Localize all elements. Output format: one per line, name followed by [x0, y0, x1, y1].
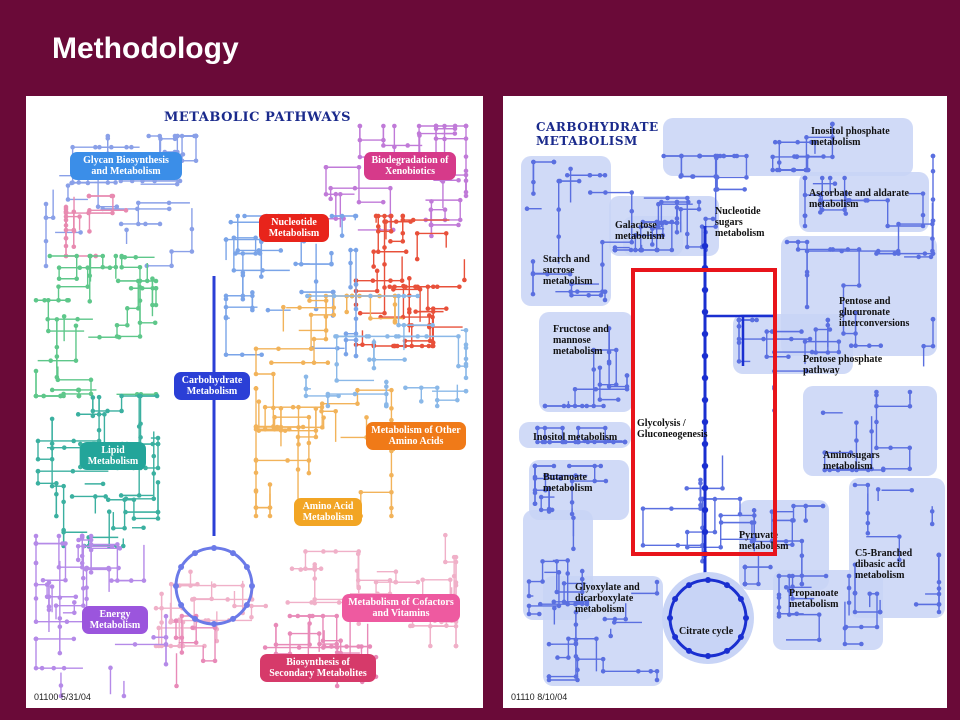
- fructose-mannose-label[interactable]: Fructose and mannose metabolism: [553, 324, 609, 357]
- metabolic-map-title: METABOLIC PATHWAYS: [164, 110, 352, 125]
- cycle-node: [173, 583, 179, 589]
- pathway-network: [535, 425, 628, 445]
- biodegradation-label[interactable]: Biodegradation of Xenobiotics: [364, 152, 456, 180]
- pentose-phosphate-label[interactable]: Pentose phosphate pathway: [803, 354, 883, 376]
- glycolysis-node: [701, 462, 709, 470]
- cycle-node: [192, 550, 198, 557]
- glycolysis-node: [701, 484, 709, 492]
- pathway-region: [799, 172, 929, 232]
- carbohydrate-map-title: CARBOHYDRATE METABOLISM: [536, 120, 659, 148]
- nucleotide-sugars-label[interactable]: Nucleotide sugars metabolism: [715, 206, 765, 239]
- glycolysis-label[interactable]: Glycolysis / Gluconeogenesis: [637, 418, 708, 440]
- propanoate-label[interactable]: Propanoate metabolism: [789, 588, 839, 610]
- c5-branched-label[interactable]: C5-Branched dibasic acid metabolism: [855, 548, 913, 581]
- glycolysis-node: [701, 308, 709, 316]
- pathway-network: [770, 121, 835, 173]
- lipid-network: [35, 393, 161, 549]
- pathway-network: [852, 482, 942, 615]
- energy-network: [33, 533, 169, 699]
- cycle-node: [243, 602, 250, 608]
- cycle-node: [705, 577, 711, 583]
- glycan-pink-network: [63, 193, 129, 259]
- cycle-node: [724, 647, 730, 654]
- other-amino-acids-label[interactable]: Metabolism of Other Amino Acids: [366, 422, 466, 450]
- carbohydrate-metabolism-map: CARBOHYDRATE METABOLISM Inositol phospha…: [503, 96, 947, 708]
- galactose-label[interactable]: Galactose metabolism: [615, 220, 665, 242]
- cycle-node: [705, 653, 711, 659]
- inositol-label[interactable]: Inositol metabolism: [533, 432, 618, 443]
- metabolic-pathways-map: METABOLIC PATHWAYS Glycan Biosynthesis a…: [26, 96, 483, 708]
- carbohydrate-network-graphic: [519, 118, 945, 686]
- glycolysis-node: [701, 418, 709, 426]
- pathway-network: [820, 389, 913, 473]
- cycle-node: [230, 615, 236, 622]
- cycle-node: [243, 564, 250, 570]
- pathway-network: [542, 326, 630, 409]
- pathway-network: [742, 503, 826, 587]
- nucleotide-red-network: [353, 213, 467, 349]
- citrate-cycle-label[interactable]: Citrate cycle: [679, 626, 734, 637]
- lipid-green-network: [33, 253, 159, 399]
- glycan-label[interactable]: Glycan Biosynthesis and Metabolism: [70, 152, 182, 180]
- cycle-node: [178, 602, 185, 608]
- secondary-metabolites-label[interactable]: Biosynthesis of Secondary Metabolites: [260, 654, 376, 682]
- carbohydrate-label[interactable]: Carbohydrate Metabolism: [174, 372, 250, 400]
- cycle-node: [178, 564, 185, 570]
- cofactors-label[interactable]: Metabolism of Cofactors and Vitamins: [342, 594, 460, 622]
- pyruvate-label[interactable]: Pyruvate metabolism: [739, 530, 789, 552]
- lipid-label[interactable]: Lipid Metabolism: [80, 442, 146, 470]
- glycolysis-node: [701, 242, 709, 250]
- glycolysis-node: [701, 528, 709, 536]
- cycle-node: [211, 621, 217, 627]
- glycolysis-highlight-box: [631, 268, 777, 556]
- amino-blue-network: [303, 293, 469, 409]
- butanoate-label[interactable]: Butanoate metabolism: [543, 472, 593, 494]
- pathway-network: [776, 573, 880, 647]
- inositol-phosphate-label[interactable]: Inositol phosphate metabolism: [811, 126, 890, 148]
- glycolysis-node: [701, 330, 709, 338]
- cycle-node: [724, 582, 730, 589]
- cycle-node: [211, 545, 217, 551]
- pathway-network: [628, 219, 680, 253]
- pathway-network: [802, 175, 926, 229]
- pathway-region: [663, 118, 913, 176]
- pentose-glucuronate-label[interactable]: Pentose and glucuronate interconversions: [839, 296, 910, 329]
- cycle-node: [737, 596, 744, 602]
- cycle-node: [249, 583, 255, 589]
- glycolysis-node: [701, 352, 709, 360]
- map-footer: 01110 8/10/04: [511, 692, 568, 702]
- pathway-network: [532, 463, 609, 517]
- cycle-node: [192, 615, 198, 622]
- cycle-node: [672, 634, 679, 640]
- glycolysis-node: [701, 506, 709, 514]
- cycle-node: [672, 596, 679, 602]
- pathway-network: [526, 515, 590, 617]
- aminosugars-label[interactable]: Aminosugars metabolism: [823, 450, 880, 472]
- pathway-region: [543, 576, 663, 686]
- pathway-network: [546, 579, 660, 683]
- pathway-network: [784, 239, 934, 349]
- glycolysis-node: [701, 396, 709, 404]
- cycle-node: [686, 582, 692, 589]
- cycle-node: [743, 615, 749, 621]
- glyoxylate-label[interactable]: Glyoxylate and dicarboxylate metabolism: [575, 582, 640, 615]
- cycle-node: [230, 550, 236, 557]
- slide-title: Methodology: [52, 32, 239, 65]
- cycle-node: [667, 615, 673, 621]
- citrate-region: [662, 572, 754, 664]
- map-footer: 01100 5/31/04: [34, 692, 91, 702]
- amino-acid-label[interactable]: Amino Acid Metabolism: [294, 498, 362, 526]
- starch-sucrose-label[interactable]: Starch and sucrose metabolism: [543, 254, 593, 287]
- glycolysis-node: [701, 286, 709, 294]
- nucleotide-label[interactable]: Nucleotide Metabolism: [259, 214, 329, 242]
- energy-label[interactable]: Energy Metabolism: [82, 606, 148, 634]
- ascorbate-label[interactable]: Ascorbate and aldarate metabolism: [809, 188, 909, 210]
- pathway-network: [612, 199, 716, 253]
- glycolysis-node: [701, 374, 709, 382]
- cycle-node: [686, 647, 692, 654]
- pathway-network: [736, 317, 833, 364]
- glycolysis-node: [701, 440, 709, 448]
- biodegradation-network: [323, 123, 469, 239]
- cycle-node: [737, 634, 744, 640]
